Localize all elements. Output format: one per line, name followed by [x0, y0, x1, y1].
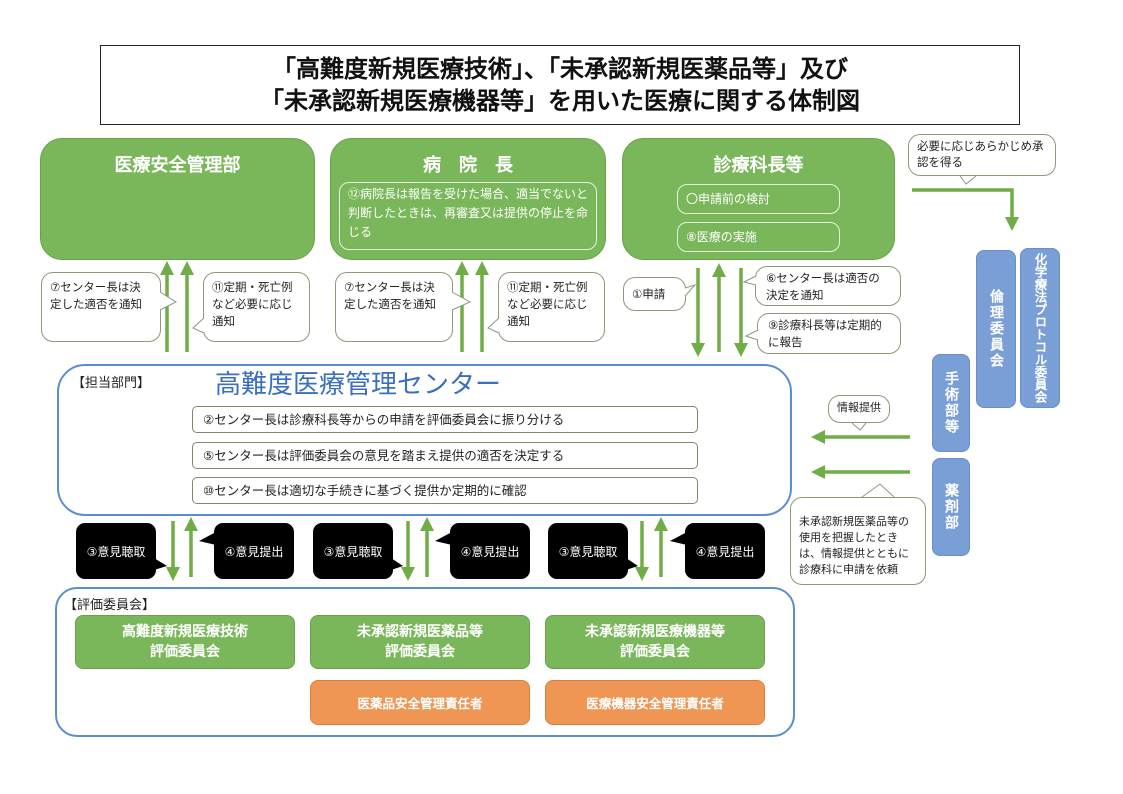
approval-callout: 必要に応じあらかじめ承認を得る — [908, 134, 1056, 176]
callout-periodic-notify-1: ⑪定期・死亡例など必要に応じ通知 — [203, 272, 310, 342]
safety-dept-label: 医療安全管理部 — [114, 155, 241, 176]
callout-notify-decision-2: ⑦センター長は決定した適否を通知 — [335, 272, 453, 342]
evaluation-section-label: 【評価委員会】 — [64, 598, 156, 613]
center-title: 高難度医療管理センター — [215, 370, 502, 400]
bubble-submit-3: ④意見提出 — [685, 523, 765, 579]
center-rule-assign: ②センター長は診療科長等からの申請を評価委員会に振り分ける — [192, 406, 698, 433]
dept-heads-label: 診療科長等 — [713, 155, 804, 176]
dept-heads-item-pre-review: 〇申請前の検討 — [677, 184, 840, 214]
bubble-submit-1: ④意見提出 — [214, 523, 294, 579]
center-section-label: 【担当部門】 — [72, 376, 151, 391]
bubble-submit-2: ④意見提出 — [450, 523, 530, 579]
center-rule-decide: ⑤センター長は評価委員会の意見を踏まえ提供の適否を決定する — [192, 442, 698, 469]
center-frame — [57, 364, 792, 516]
eval-committee-line1: 高難度新規医療技術 — [122, 624, 248, 640]
surgery-dept: 手術部等 — [932, 354, 970, 452]
callout-apply: ①申請 — [623, 277, 686, 311]
device-safety-manager: 医療機器安全管理責任者 — [545, 680, 765, 725]
callout-tail — [861, 483, 895, 498]
director-label: 病 院 長 — [423, 155, 513, 176]
bubble-hearing-3: ③意見聴取 — [548, 523, 628, 579]
center-rule-confirm: ⑩センター長は適切な手続きに基づく提供か定期的に確認 — [192, 477, 698, 504]
eval-committee-line1: 未承認新規医薬品等 — [357, 624, 483, 640]
eval-committee-drugs: 未承認新規医薬品等 評価委員会 — [310, 615, 530, 669]
diagram-title: 「高難度新規医療技術」、「未承認新規医薬品等」及び 「未承認新規医療機器等」を用… — [100, 45, 1020, 125]
title-line-1: 「高難度新規医療技術」、「未承認新規医薬品等」及び — [272, 55, 848, 83]
eval-committee-line2: 評価委員会 — [385, 644, 455, 660]
department-heads: 診療科長等 〇申請前の検討 ⑧医療の実施 — [622, 138, 895, 260]
callout-decision-notify: ⑥センター長は適否の決定を通知 — [755, 266, 901, 306]
drug-safety-manager: 医薬品安全管理責任者 — [310, 680, 530, 725]
arrow-approval — [912, 188, 1019, 231]
callout-tail — [851, 422, 867, 431]
eval-committee-advanced-tech: 高難度新規医療技術 評価委員会 — [75, 615, 295, 669]
callout-notify-decision-1: ⑦センター長は決定した適否を通知 — [41, 272, 161, 342]
callout-info-provision: 情報提供 — [828, 395, 890, 423]
bubble-hearing-1: ③意見聴取 — [76, 523, 156, 579]
eval-committee-line2: 評価委員会 — [620, 644, 690, 660]
eval-committee-devices: 未承認新規医療機器等 評価委員会 — [545, 615, 765, 669]
director-note: ⑫病院長は報告を受けた場合、適当でないと判断したときは、再審査又は提供の停止を命… — [339, 182, 597, 250]
pharmacy-dept: 薬剤部 — [932, 458, 970, 556]
callout-periodic-report: ⑨診療科長等は定期的に報告 — [757, 313, 901, 354]
hospital-director: 病 院 長 ⑫病院長は報告を受けた場合、適当でないと判断したときは、再審査又は提… — [330, 138, 606, 260]
eval-committee-line1: 未承認新規医療機器等 — [585, 624, 725, 640]
chemo-protocol-committee: 化学療法プロトコル委員会 — [1020, 248, 1060, 408]
callout-tail — [159, 291, 178, 311]
callout-tail — [451, 291, 472, 311]
callout-tail — [959, 175, 977, 185]
title-line-2: 「未承認新規医療機器等」を用いた医療に関する体制図 — [260, 87, 860, 115]
safety-management-dept: 医療安全管理部 — [40, 138, 315, 260]
callout-pharmacy-note: 未承認新規医薬品等の使用を把握したときは、情報提供とともに診療科に申請を依頼 — [790, 497, 926, 585]
ethics-committee: 倫理委員会 — [976, 250, 1016, 408]
callout-periodic-notify-2: ⑪定期・死亡例など必要に応じ通知 — [498, 272, 605, 342]
dept-heads-item-implementation: ⑧医療の実施 — [677, 222, 840, 252]
evaluation-frame — [55, 587, 795, 737]
bubble-hearing-2: ③意見聴取 — [313, 523, 393, 579]
callout-tail — [684, 284, 697, 297]
eval-committee-line2: 評価委員会 — [150, 644, 220, 660]
